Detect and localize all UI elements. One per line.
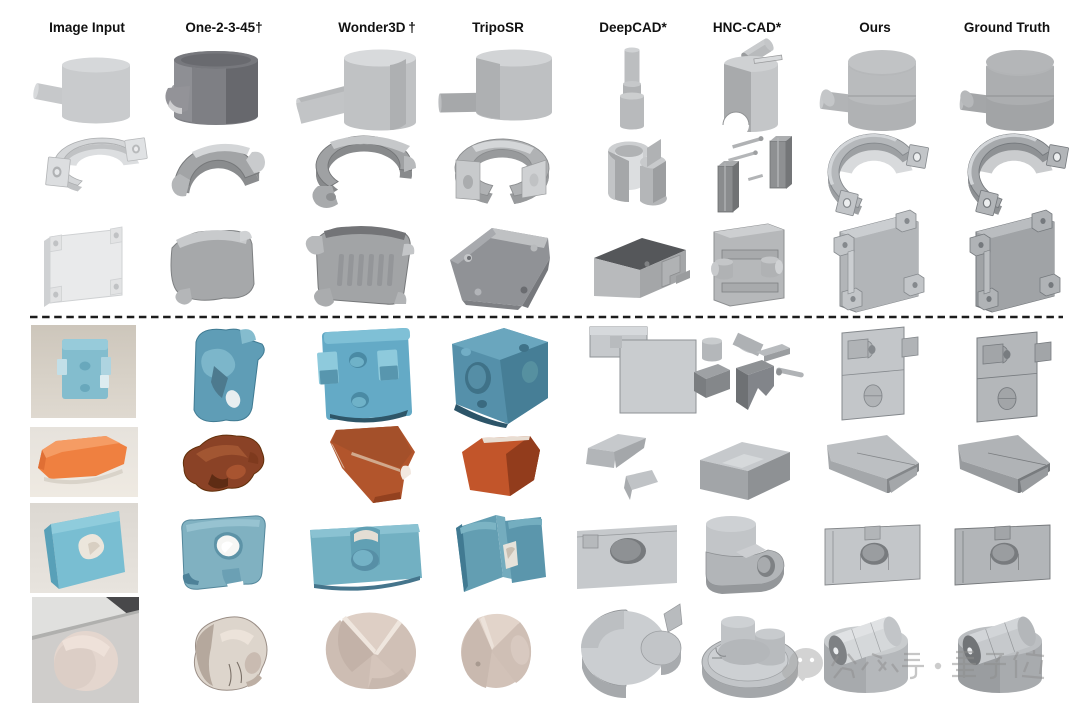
svg-text:Wonder3D †: Wonder3D † — [338, 20, 415, 35]
svg-text:DeepCAD*: DeepCAD* — [599, 20, 667, 35]
svg-text:Ours: Ours — [859, 20, 891, 35]
svg-text:HNC-CAD*: HNC-CAD* — [713, 20, 782, 35]
svg-text:One-2-3-45†: One-2-3-45† — [185, 20, 262, 35]
svg-text:TripoSR: TripoSR — [472, 20, 524, 35]
svg-text:Ground Truth: Ground Truth — [964, 20, 1050, 35]
svg-text:Image Input: Image Input — [49, 20, 125, 35]
